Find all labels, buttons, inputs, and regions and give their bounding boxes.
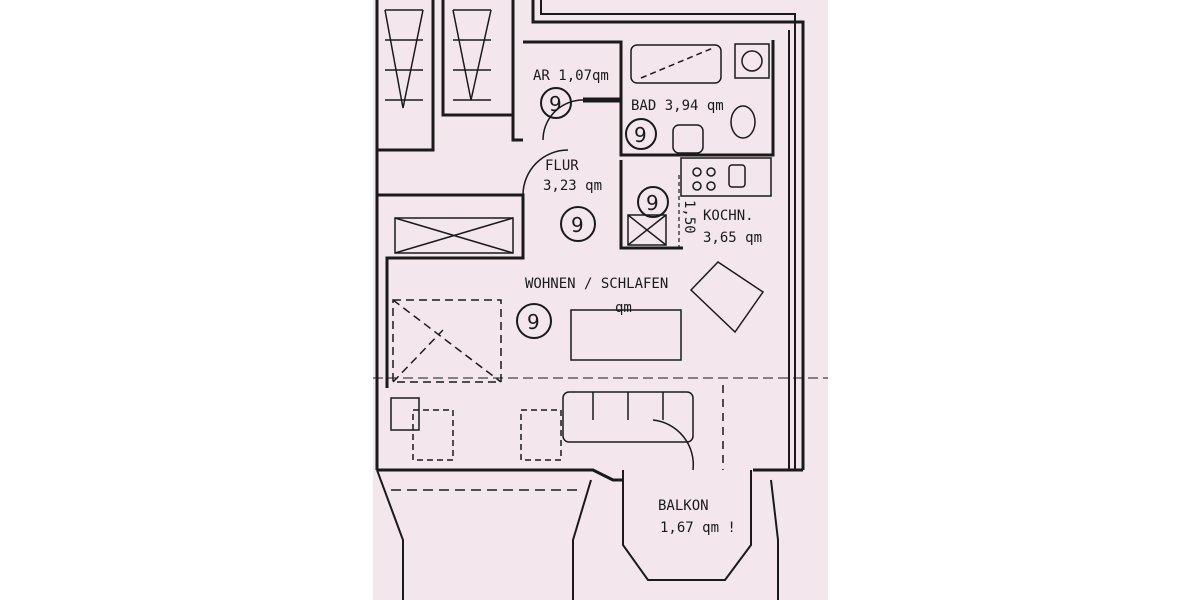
balcony-left-inner xyxy=(572,479,592,600)
sofa-cushions xyxy=(592,392,664,420)
bed-hatch xyxy=(392,299,502,383)
hall-name: FLUR xyxy=(545,158,579,174)
cabinet-low-right xyxy=(520,409,562,461)
toilet-seat xyxy=(672,124,704,154)
stair-right-wall xyxy=(441,0,515,117)
room-badge: 9 xyxy=(540,87,572,119)
south-wall-left xyxy=(377,468,623,482)
bathtub xyxy=(630,44,722,84)
kitchen-wall xyxy=(619,160,683,250)
washbasin-bowl xyxy=(741,50,763,72)
exterior-wall-middle xyxy=(540,0,796,470)
stove-burner-4 xyxy=(706,181,716,191)
stairs xyxy=(384,9,492,109)
stove-burner-3 xyxy=(692,181,702,191)
door-swing-storage xyxy=(542,99,584,141)
room-badge: 9 xyxy=(637,186,669,218)
kitchen-cabinet-cross xyxy=(627,214,667,246)
kitchen-name: KOCHN. xyxy=(703,208,754,224)
stair-treads-right xyxy=(453,9,491,101)
washbasin xyxy=(734,43,770,79)
table xyxy=(570,309,682,361)
balcony-name: BALKON xyxy=(658,498,709,514)
bath-wall xyxy=(619,40,775,157)
stair-flight-right xyxy=(452,9,492,101)
kitchen-fixtures xyxy=(627,157,772,246)
balcony-area: 1,67 qm ! xyxy=(660,520,736,536)
kitchen-area: 3,65 qm xyxy=(703,230,762,246)
kitchen-counter xyxy=(680,157,772,197)
floor-plan-drawing: AR 1,07qm BAD 3,94 qm FLUR 3,23 qm KOCHN… xyxy=(373,0,828,600)
dimension-label: 1,50 xyxy=(681,200,697,234)
living-area: qm xyxy=(615,300,632,316)
badge-number: 9 xyxy=(527,310,540,334)
stair-left-wall xyxy=(375,0,435,152)
room-badge: 9 xyxy=(625,118,657,150)
bathtub-hatch xyxy=(640,47,714,79)
stove-burner-2 xyxy=(706,167,716,177)
side-table xyxy=(390,397,420,431)
door-swing-hall xyxy=(522,149,569,196)
living-name: WOHNEN / SCHLAFEN xyxy=(525,276,668,292)
stove-burner-1 xyxy=(692,167,702,177)
balcony-right-inner xyxy=(770,479,779,600)
wardrobe xyxy=(394,217,514,254)
balcony-outline xyxy=(622,470,752,581)
bath-label: BAD 3,94 qm xyxy=(631,98,724,114)
bathroom-fixtures xyxy=(630,43,770,154)
badge-number: 9 xyxy=(549,92,562,116)
sink xyxy=(728,164,746,188)
stair-treads-left xyxy=(385,9,423,101)
door-swings xyxy=(522,99,695,471)
exterior-wall-outer xyxy=(531,0,805,470)
room-badge: 9 xyxy=(516,303,552,339)
storage-label: AR 1,07qm xyxy=(533,68,609,84)
wardrobe-cross xyxy=(394,217,514,254)
living-left-wall xyxy=(377,193,525,388)
stair-flight-left xyxy=(384,9,424,109)
badge-number: 9 xyxy=(571,213,584,237)
hall-wall xyxy=(511,42,523,142)
room-badge: 9 xyxy=(560,206,596,242)
bidet xyxy=(730,105,756,139)
cabinet-low-left xyxy=(412,409,454,461)
badge-number: 9 xyxy=(646,191,659,215)
armchair xyxy=(689,261,765,334)
balcony-left-edge xyxy=(376,469,404,600)
door-swing-balcony xyxy=(652,419,695,471)
living-furniture xyxy=(373,217,828,491)
bed-outline xyxy=(392,299,502,383)
badge-number: 9 xyxy=(634,123,647,147)
floor-plan-paper: AR 1,07qm BAD 3,94 qm FLUR 3,23 qm KOCHN… xyxy=(373,0,828,600)
hall-area: 3,23 qm xyxy=(543,178,602,194)
